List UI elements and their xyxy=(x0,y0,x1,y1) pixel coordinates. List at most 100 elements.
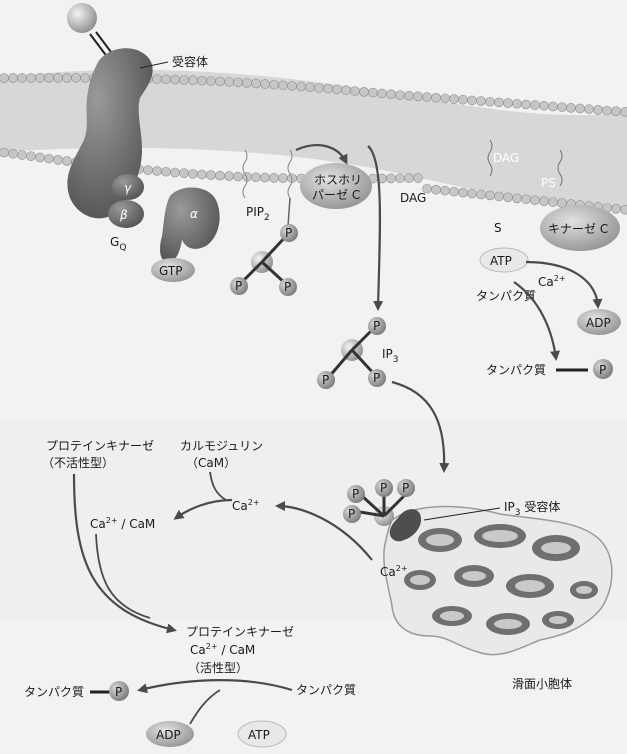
lipid-head xyxy=(72,73,81,82)
lipid-head xyxy=(171,168,180,177)
lipid-head xyxy=(414,92,423,101)
lipid-head xyxy=(0,148,9,157)
lipid-head xyxy=(252,79,261,88)
bound-ip3-p1-label: P xyxy=(380,481,387,495)
lipid-head xyxy=(522,195,531,204)
gtp-label: GTP xyxy=(159,264,182,278)
protein-label-bottom: タンパク質 xyxy=(296,682,356,697)
protein-p-label-bottom: タンパク質 xyxy=(24,684,84,699)
lipid-head xyxy=(387,90,396,99)
lipid-head xyxy=(495,192,504,201)
dag-membrane-label: DAG xyxy=(493,151,519,165)
lipid-head xyxy=(225,77,234,86)
lipid-head xyxy=(459,188,468,197)
lipid-head xyxy=(144,166,153,175)
lipid-head xyxy=(297,82,306,91)
ip3-p2-label: P xyxy=(322,373,329,387)
lipid-head xyxy=(477,190,486,199)
pip2-p2-label: P xyxy=(235,279,242,293)
bound-ip3-p3-label: P xyxy=(352,487,359,501)
lipid-head xyxy=(477,97,486,106)
pk-active-label-line1: プロテインキナーゼ xyxy=(186,625,294,639)
lipid-head xyxy=(585,105,594,114)
ca-cam-label: Ca2+ / CaM xyxy=(90,516,155,531)
lipid-head xyxy=(252,173,261,182)
lipid-head xyxy=(189,76,198,85)
lipid-head xyxy=(36,73,45,82)
ip3-label: IP3 xyxy=(382,347,399,365)
lipid-head xyxy=(198,170,207,179)
lipid-head xyxy=(27,73,36,82)
lipid-head xyxy=(261,173,270,182)
dag-label: DAG xyxy=(400,191,426,205)
er-label: 滑面小胞体 xyxy=(512,677,572,691)
lipid-head xyxy=(162,167,171,176)
lipid-head xyxy=(612,107,621,116)
pkc-label: キナーゼ C xyxy=(548,222,608,236)
lipid-head xyxy=(504,193,513,202)
protein-label-top: タンパク質 xyxy=(476,288,536,303)
lipid-head xyxy=(414,174,423,183)
gamma-label: γ xyxy=(124,181,132,195)
beta-label: β xyxy=(119,208,128,222)
lipid-head xyxy=(378,89,387,98)
s-label: S xyxy=(494,221,502,235)
pk-inactive-label-line2: （不活性型） xyxy=(42,456,114,470)
phosphate-bottom-label: P xyxy=(115,685,122,699)
lipid-head xyxy=(594,105,603,114)
lipid-head xyxy=(459,95,468,104)
lipid-head xyxy=(207,171,216,180)
calmodulin-label-line2: （CaM） xyxy=(186,456,236,470)
lipid-head xyxy=(270,80,279,89)
lipid-head xyxy=(360,87,369,96)
lipid-head xyxy=(207,76,216,85)
gq-label: GQ xyxy=(110,235,126,253)
lipid-head xyxy=(576,104,585,113)
lipid-head xyxy=(216,171,225,180)
lipid-head xyxy=(612,204,621,213)
lipid-head xyxy=(468,96,477,105)
adp-label-top: ADP xyxy=(586,316,611,330)
lipid-head xyxy=(549,102,558,111)
pip2-p1-label: P xyxy=(285,226,292,240)
plc-label-line1: ホスホリ xyxy=(314,173,362,187)
lipid-head xyxy=(171,75,180,84)
lipid-head xyxy=(198,76,207,85)
bound-ip3-p4-label: P xyxy=(348,507,355,521)
lipid-head xyxy=(540,101,549,110)
lipid-head xyxy=(234,172,243,181)
lipid-head xyxy=(423,93,432,102)
lipid-head xyxy=(495,98,504,107)
lipid-head xyxy=(153,166,162,175)
protein-phosphorylation-arrow-bottom xyxy=(140,680,292,690)
atp-to-adp-arrow xyxy=(526,262,598,306)
lipid-head xyxy=(558,199,567,208)
protein-p-label-top: タンパク質 xyxy=(486,362,546,377)
lipid-head xyxy=(405,91,414,100)
lipid-head xyxy=(180,169,189,178)
lipid-head xyxy=(9,73,18,82)
ps-label: PS xyxy=(541,176,556,190)
lipid-head xyxy=(180,75,189,84)
atp-label-top: ATP xyxy=(490,254,512,268)
ligand-ball xyxy=(67,3,97,33)
pk-active-label-line2: Ca2+ / CaM xyxy=(190,642,255,657)
bound-ip3-p2-label: P xyxy=(402,481,409,495)
lipid-head xyxy=(558,103,567,112)
lipid-head xyxy=(441,186,450,195)
lipid-head xyxy=(486,191,495,200)
lipid-head xyxy=(531,101,540,110)
lipid-head xyxy=(513,99,522,108)
plc-label-line2: パーゼ C xyxy=(312,188,360,202)
pip2-label: PIP2 xyxy=(246,205,270,223)
pk-inactive-label-line1: プロテインキナーゼ xyxy=(46,439,154,453)
lipid-head xyxy=(432,93,441,102)
pip2-p3-label: P xyxy=(284,280,291,294)
lipid-head xyxy=(261,80,270,89)
lipid-head xyxy=(567,103,576,112)
lipid-head xyxy=(513,194,522,203)
lipid-head xyxy=(396,91,405,100)
pk-active-label-line3: （活性型） xyxy=(188,661,248,675)
alpha-label: α xyxy=(190,207,198,221)
